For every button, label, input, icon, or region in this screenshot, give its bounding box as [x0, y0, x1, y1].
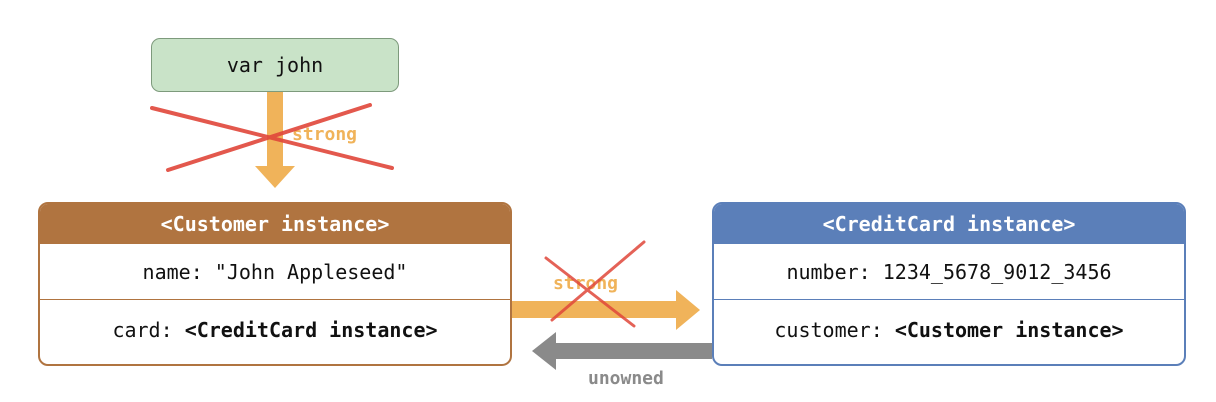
unowned-arrow-head [532, 332, 556, 370]
creditcard-instance-box: <CreditCard instance> number: 1234_5678_… [712, 202, 1186, 366]
strong-arrow-card-head [676, 290, 700, 330]
creditcard-customer-value: <Customer instance> [894, 318, 1124, 342]
strong-arrow-card-shaft [512, 301, 678, 318]
customer-card-value: <CreditCard instance> [184, 318, 438, 342]
customer-card-label: card: [112, 318, 185, 342]
cross-line-d [550, 240, 646, 322]
customer-name-row: name: "John Appleseed" [40, 244, 510, 300]
creditcard-number-row: number: 1234_5678_9012_3456 [714, 244, 1184, 300]
unowned-arrow-card-to-customer [532, 332, 712, 370]
variable-john-box: var john [151, 38, 399, 92]
customer-instance-box: <Customer instance> name: "John Applesee… [38, 202, 512, 366]
strong-label-john: strong [292, 124, 357, 145]
unowned-arrow-shaft [554, 343, 712, 359]
strong-arrow-john-head [255, 166, 295, 188]
cross-line-b [166, 103, 372, 172]
creditcard-customer-row: customer: <Customer instance> [714, 300, 1184, 360]
card-reference-cross-icon [544, 240, 646, 328]
cross-line-c [544, 256, 636, 328]
customer-name-value: "John Appleseed" [214, 259, 408, 284]
customer-name-label: name: [142, 259, 215, 284]
creditcard-customer-label: customer: [774, 318, 895, 342]
strong-arrow-customer-to-card [512, 290, 700, 330]
creditcard-number-value: 1234_5678_9012_3456 [882, 259, 1112, 284]
creditcard-instance-title: <CreditCard instance> [822, 212, 1076, 236]
customer-instance-header: <Customer instance> [40, 204, 510, 244]
variable-john-label: var john [226, 53, 324, 77]
customer-instance-title: <Customer instance> [160, 212, 390, 236]
creditcard-instance-header: <CreditCard instance> [714, 204, 1184, 244]
broken-reference-cross-icon [150, 103, 394, 172]
creditcard-number-label: number: [786, 259, 883, 284]
strong-arrow-john-to-customer [255, 92, 295, 188]
strong-arrow-john-shaft [267, 92, 283, 166]
unowned-label: unowned [588, 368, 664, 389]
customer-card-row: card: <CreditCard instance> [40, 300, 510, 360]
